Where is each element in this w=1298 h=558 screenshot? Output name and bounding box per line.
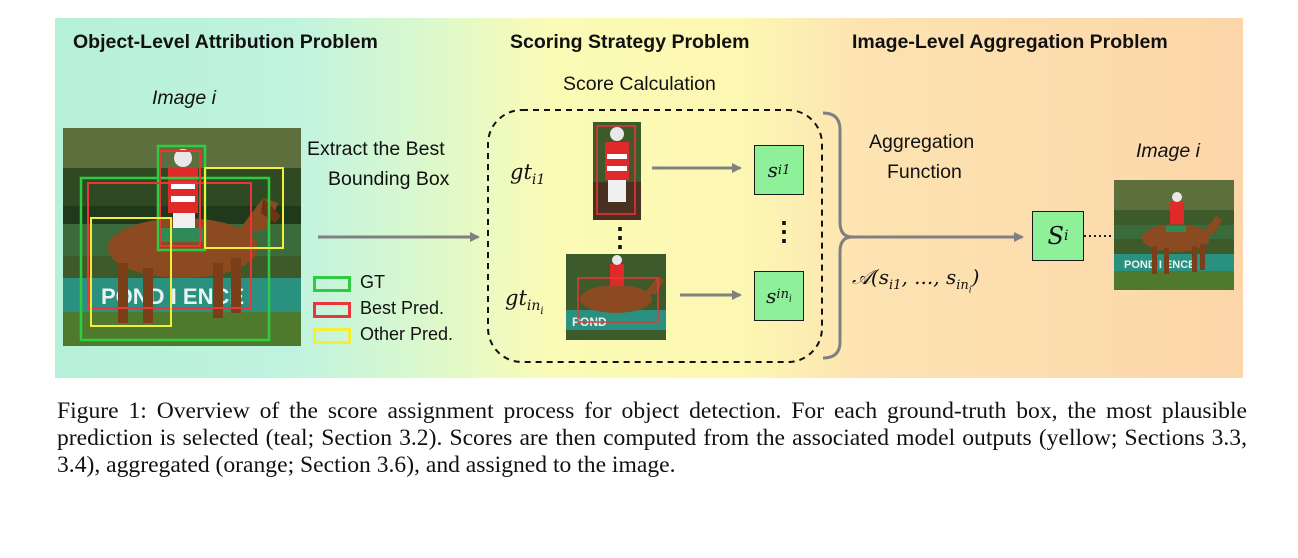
figure-caption: Figure 1: Overview of the score assignme… xyxy=(57,398,1247,478)
extract-label-line1: Extract the Best xyxy=(307,138,445,160)
crop-horse-image: POND xyxy=(566,254,666,340)
aggregate-score-sub: i xyxy=(1063,228,1069,244)
score-calculation-label: Score Calculation xyxy=(563,73,716,95)
crop-horse-svg: POND xyxy=(566,254,666,340)
score-calculation-frame xyxy=(487,109,823,363)
score-first-sub: i1 xyxy=(777,162,791,178)
aggregation-label-line1: Aggregation xyxy=(869,131,975,153)
image-i-label-right: Image i xyxy=(1136,140,1200,162)
aggregation-label-line2: Function xyxy=(887,161,962,183)
header-image-level: Image-Level Aggregation Problem xyxy=(852,31,1168,53)
score-first-main: s xyxy=(767,158,778,182)
header-object-level: Object-Level Attribution Problem xyxy=(73,31,378,53)
header-scoring-strategy: Scoring Strategy Problem xyxy=(510,31,750,53)
gt-last-main: gt xyxy=(505,286,527,310)
vdots-left: ⋮ xyxy=(607,222,633,252)
legend-label-other: Other Pred. xyxy=(360,324,454,344)
formula-close: ) xyxy=(971,265,980,289)
formula-sub1: i1 xyxy=(889,278,902,293)
aggregate-score-main: S xyxy=(1047,222,1064,250)
horse-jockey-image: POND I ENCE xyxy=(63,128,301,346)
input-image-photo: POND I ENCE xyxy=(63,128,301,346)
image-i-label-left: Image i xyxy=(152,87,216,109)
gt-first-sub: i1 xyxy=(531,172,546,189)
output-image-photo: POND I ENCE xyxy=(1114,180,1234,290)
formula-sub2: in xyxy=(956,278,969,293)
crop-jockey-image xyxy=(593,122,641,220)
vdots-right: ⋮ xyxy=(771,216,797,246)
legend-swatch-gt xyxy=(313,276,351,292)
crop-jockey-svg xyxy=(593,122,641,220)
gt-first-label: gti1 xyxy=(510,160,545,188)
gt-last-subsub: i xyxy=(540,305,544,317)
score-last-main: s xyxy=(766,284,777,308)
output-horse-svg: POND I ENCE xyxy=(1114,180,1234,290)
gt-last-sub: in xyxy=(526,298,541,315)
legend-swatch-other xyxy=(313,328,351,344)
legend-label-best: Best Pred. xyxy=(360,298,445,318)
gt-first-main: gt xyxy=(510,160,532,184)
formula-mid: , ..., s xyxy=(901,265,957,289)
gt-last-label: gtini xyxy=(505,286,544,317)
score-last-subsub: i xyxy=(788,294,792,305)
legend-swatch-best xyxy=(313,302,351,318)
aggregation-formula: 𝒜(si1, ..., sini) xyxy=(852,265,979,296)
formula-subsub: i xyxy=(968,285,972,296)
formula-open: 𝒜(s xyxy=(852,265,889,289)
aggregation-brace xyxy=(822,111,853,360)
score-last-sub: in xyxy=(776,287,789,303)
extract-label-line2: Bounding Box xyxy=(328,168,450,190)
signage-text-right: POND I ENCE xyxy=(1124,259,1196,271)
legend-label-gt: GT xyxy=(360,272,385,292)
